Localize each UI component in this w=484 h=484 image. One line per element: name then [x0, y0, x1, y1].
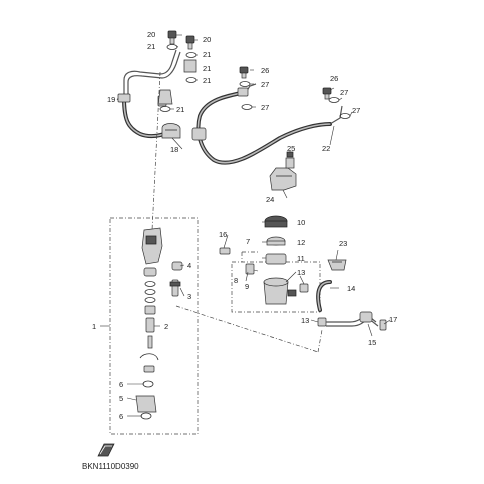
callout-7: 7: [246, 237, 250, 246]
callout-1: 1: [92, 322, 96, 331]
callout-22: 22: [322, 144, 330, 153]
callout-14: 14: [347, 284, 355, 293]
callout-16: 16: [219, 230, 227, 239]
drawing-code: BKN1110D0390: [82, 462, 139, 471]
bracket-24: [269, 151, 297, 191]
callout-17: 17: [389, 315, 397, 324]
reservoir-hose-14: [316, 280, 332, 312]
brake-hose-19: [117, 49, 181, 139]
callout-21e: 21: [176, 105, 184, 114]
reservoir-assembly-box: [231, 261, 321, 313]
callout-26a: 26: [261, 66, 269, 75]
callout-25: 25: [287, 144, 295, 153]
hose-clamp-18: [161, 123, 181, 139]
orientation-icon: [97, 443, 115, 457]
callout-8: 8: [234, 276, 238, 285]
callout-6b: 6: [119, 412, 123, 421]
callout-15: 15: [368, 338, 376, 347]
parts-3-4: [169, 261, 183, 297]
callout-2: 2: [164, 322, 168, 331]
callout-26b: 26: [330, 74, 338, 83]
callout-21c: 21: [203, 64, 211, 73]
leader-lines: [100, 34, 391, 417]
pipe-15: [326, 311, 387, 331]
master-cylinder-assembly-box: [109, 217, 199, 435]
callout-12: 12: [297, 238, 305, 247]
banjo-bolt-group-right: [239, 66, 351, 119]
guide-line-short: [317, 329, 323, 353]
callout-3: 3: [187, 292, 191, 301]
callout-10: 10: [297, 218, 305, 227]
master-cylinder-parts: [135, 227, 163, 420]
clip-23: [327, 259, 347, 271]
banjo-bolt-group-top: [157, 30, 197, 112]
callout-11: 11: [297, 254, 305, 263]
callout-4: 4: [187, 261, 191, 270]
callout-20a: 20: [147, 30, 155, 39]
callout-27a: 27: [261, 80, 269, 89]
callout-18: 18: [170, 145, 178, 154]
callout-21a: 21: [147, 42, 155, 51]
callout-5: 5: [119, 394, 123, 403]
callout-19: 19: [107, 95, 115, 104]
callout-9: 9: [245, 282, 249, 291]
brake-hose-22: [191, 83, 343, 165]
callout-27d: 27: [352, 106, 360, 115]
callout-13b: 13: [301, 316, 309, 325]
callout-24: 24: [266, 195, 274, 204]
callout-20b: 20: [203, 35, 211, 44]
callout-13a: 13: [297, 268, 305, 277]
callout-23: 23: [339, 239, 347, 248]
guide-line-diagonal: [175, 305, 319, 353]
callout-21b: 21: [203, 50, 211, 59]
callout-27c: 27: [340, 88, 348, 97]
callout-labels: 1 2 3 4 5 6 6 7 8 9 10 11 12 13 13 14 15…: [92, 30, 397, 421]
callout-27b: 27: [261, 103, 269, 112]
callout-21d: 21: [203, 76, 211, 85]
callout-6a: 6: [119, 380, 123, 389]
reservoir-parts: [219, 215, 297, 305]
